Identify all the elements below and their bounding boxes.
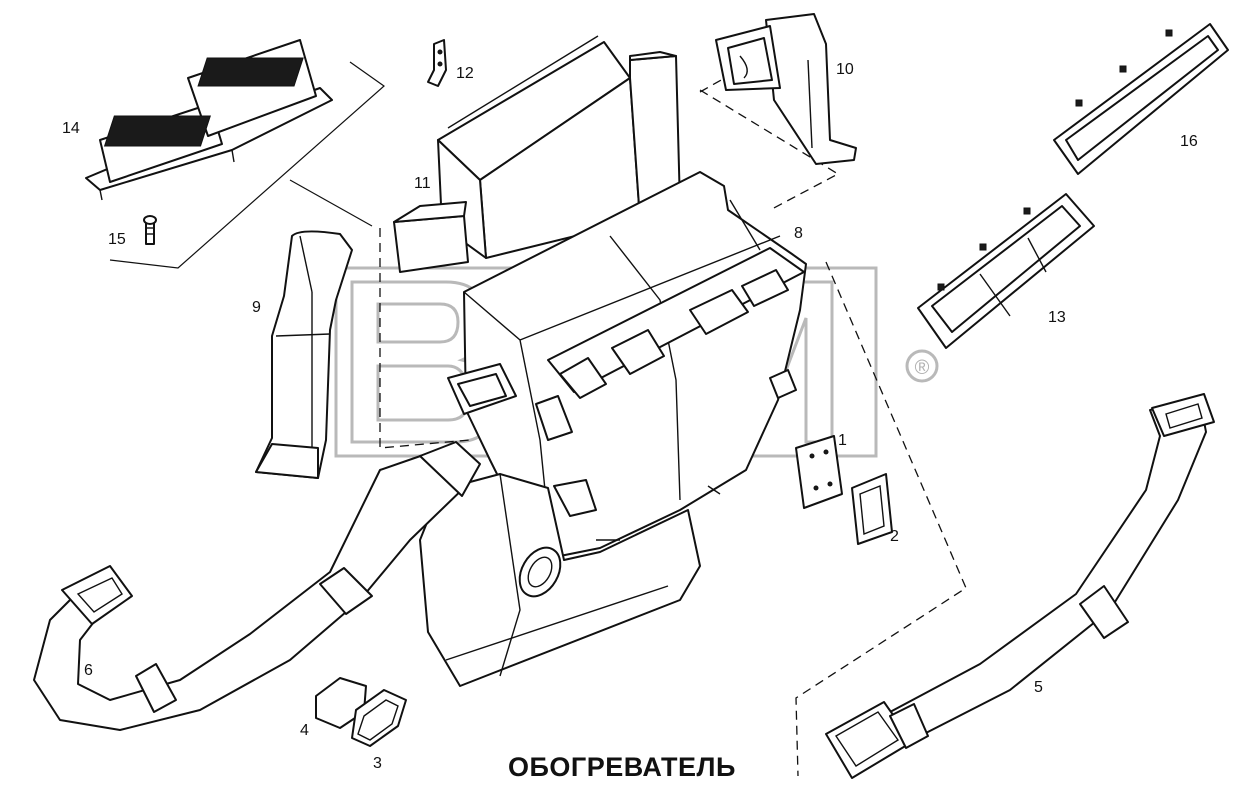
- callout-10: 10: [836, 61, 854, 78]
- part-lower-blower-case: [419, 473, 701, 687]
- callout-labels: 1 2 3 4 5 6 8 9 10 11 12 13 14 15 16: [62, 61, 1198, 772]
- part-11-air-duct: [393, 35, 681, 273]
- part-13-grille: [917, 193, 1095, 349]
- part-12-bracket: [427, 39, 447, 87]
- callout-5: 5: [1034, 679, 1043, 696]
- callout-2: 2: [890, 528, 899, 545]
- callout-9: 9: [252, 299, 261, 316]
- part-16-frame: [1053, 23, 1229, 175]
- callout-11: 11: [414, 175, 431, 192]
- part-1-plate: [795, 435, 843, 509]
- part-9-side-duct: [255, 230, 353, 479]
- diagram-title: ОБОГРЕВАТЕЛЬ: [508, 752, 736, 782]
- part-15-screw: [143, 215, 157, 245]
- part-5-right-hose: [825, 393, 1215, 779]
- watermark-registered-mark: ®: [915, 357, 930, 379]
- callout-3: 3: [373, 755, 382, 772]
- callout-12: 12: [456, 65, 474, 82]
- part-2-gasket: [851, 473, 893, 545]
- callout-13: 13: [1048, 309, 1066, 326]
- part-10-intake-duct: [715, 13, 857, 165]
- callout-15: 15: [108, 231, 126, 248]
- callout-16: 16: [1180, 133, 1198, 150]
- callout-4: 4: [300, 722, 309, 739]
- part-3-cover: [351, 689, 407, 747]
- callout-1: 1: [838, 432, 847, 449]
- part-8-heater-housing: [447, 171, 807, 561]
- callout-8: 8: [794, 225, 803, 242]
- part-14-radiator: [85, 39, 385, 269]
- callout-6: 6: [84, 662, 93, 679]
- callout-14: 14: [62, 120, 80, 137]
- part-6-left-hose: [33, 441, 481, 731]
